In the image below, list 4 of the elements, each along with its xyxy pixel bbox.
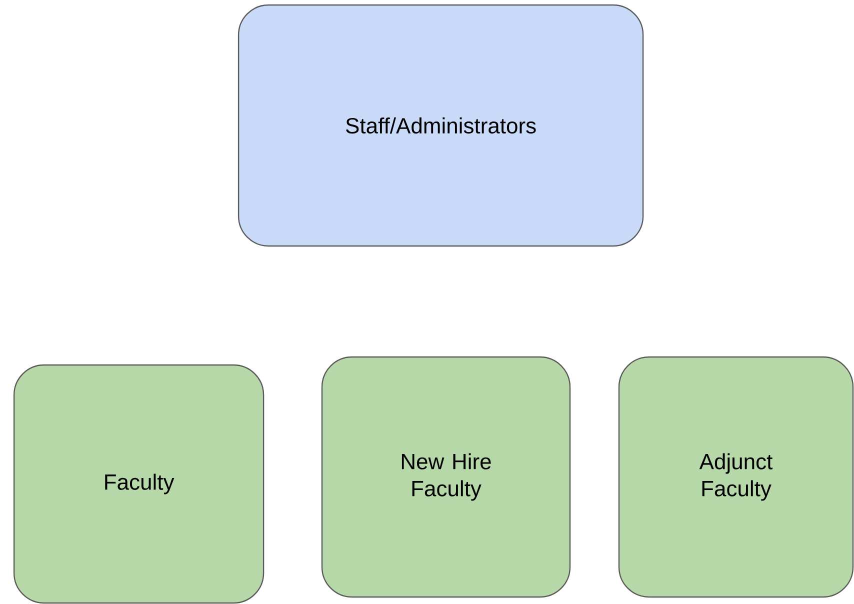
rounded-box: Staff/Administrators <box>238 4 644 247</box>
rounded-box: New Hire Faculty <box>321 356 571 598</box>
rounded-box: Adjunct Faculty <box>618 356 854 598</box>
rounded-box: Faculty <box>13 364 264 604</box>
